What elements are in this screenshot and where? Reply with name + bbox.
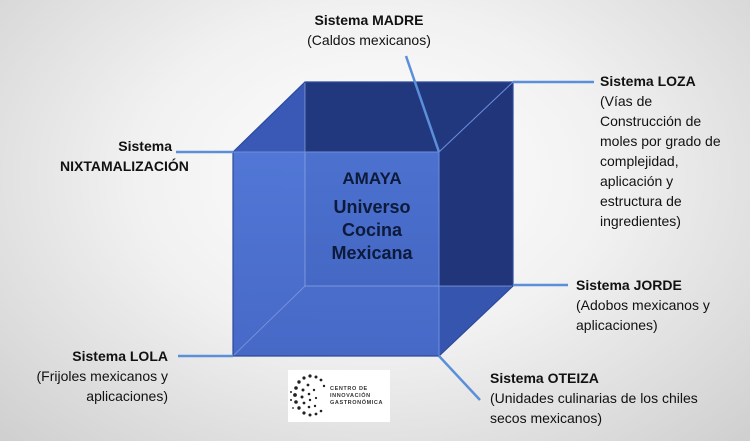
- label-lola-desc: aplicaciones): [86, 388, 168, 404]
- label-jorde-name: Sistema JORDE: [576, 277, 682, 293]
- label-madre-name: Sistema MADRE: [314, 12, 424, 28]
- label-lola-desc: (Frijoles mexicanos y: [36, 368, 168, 384]
- center-title-block: AMAYA Universo Cocina Mexicana: [306, 168, 438, 265]
- dotted-spiral-icon: [290, 374, 326, 417]
- label-loza-desc: (Vías de: [600, 93, 653, 109]
- center-line: Cocina: [341, 220, 402, 240]
- label-loza-desc: moles por grado de: [600, 133, 721, 149]
- label-loza-desc: ingredientes): [600, 213, 681, 229]
- center-line: Universo: [333, 197, 411, 217]
- center-line: Mexicana: [331, 243, 413, 263]
- label-jorde-desc: aplicaciones): [576, 317, 658, 333]
- cube-inner-edge: [232, 285, 306, 357]
- label-loza-desc: aplicación y: [600, 173, 674, 189]
- label-loza-desc: estructura de: [600, 193, 682, 209]
- label-jorde: Sistema JORDE (Adobos mexicanos y aplica…: [576, 275, 746, 335]
- cube-edge: [438, 81, 514, 153]
- label-loza-desc: complejidad,: [600, 153, 679, 169]
- label-madre-desc: (Caldos mexicanos): [307, 32, 431, 48]
- logo-line: CENTRO DE: [330, 386, 368, 392]
- label-nixtamalizacion-name2: NIXTAMALIZACIÓN: [60, 158, 189, 174]
- label-madre: Sistema MADRE (Caldos mexicanos): [290, 10, 448, 50]
- connector-lines: [176, 55, 594, 401]
- label-lola: Sistema LOLA (Frijoles mexicanos y aplic…: [10, 346, 168, 406]
- connector-madre: [404, 55, 441, 153]
- label-nixtamalizacion-name1: Sistema: [118, 138, 172, 154]
- label-oteiza: Sistema OTEIZA (Unidades culinarias de l…: [490, 368, 746, 428]
- center-title: AMAYA: [342, 169, 402, 188]
- logo-text: CENTRO DE INNOVACIÓN GASTRONÓMICA: [330, 386, 390, 407]
- label-oteiza-desc: (Unidades culinarias de los chiles: [490, 390, 698, 406]
- label-loza: Sistema LOZA (Vías de Construcción de mo…: [600, 71, 748, 231]
- label-nixtamalizacion: Sistema NIXTAMALIZACIÓN: [60, 136, 189, 176]
- label-loza-name: Sistema LOZA: [600, 73, 696, 89]
- label-loza-desc: Construcción de: [600, 113, 702, 129]
- label-oteiza-desc: secos mexicanos): [490, 410, 603, 426]
- logo-line: INNOVACIÓN: [330, 393, 371, 399]
- logo-line: GASTRONÓMICA: [330, 400, 384, 406]
- label-jorde-desc: (Adobos mexicanos y: [576, 297, 710, 313]
- label-oteiza-name: Sistema OTEIZA: [490, 370, 599, 386]
- logo-centro-innovacion: [288, 370, 390, 422]
- connector-oteiza: [438, 355, 481, 401]
- label-lola-name: Sistema LOLA: [72, 348, 168, 364]
